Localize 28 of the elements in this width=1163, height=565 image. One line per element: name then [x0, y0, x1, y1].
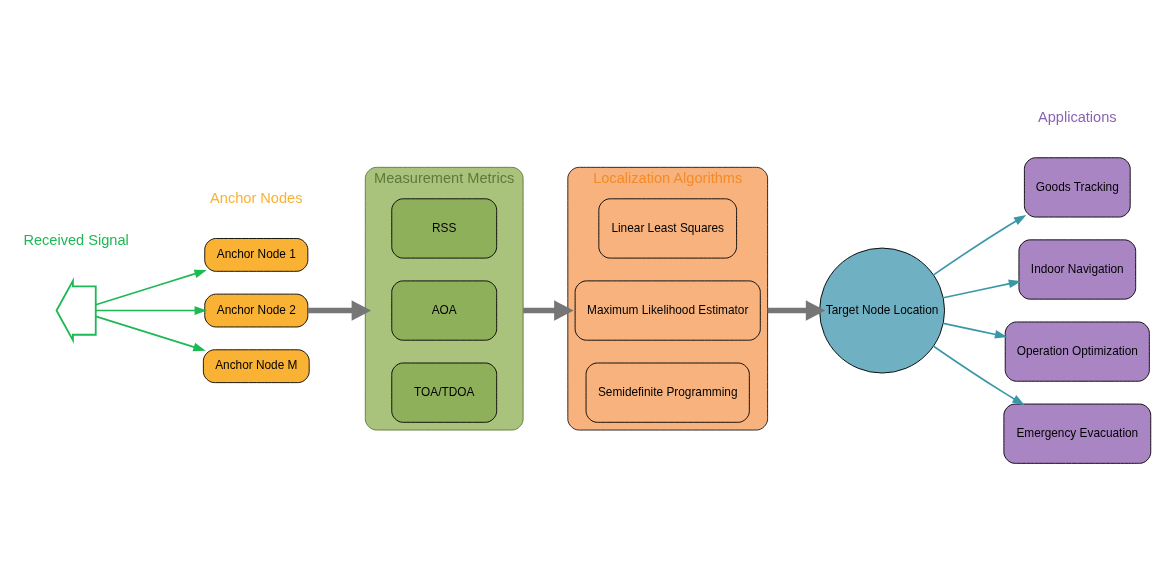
node-box: RSS — [391, 198, 498, 259]
node-box: TOA/TDOA — [391, 362, 498, 423]
node-box: Anchor Node 2 — [204, 293, 309, 328]
arrow — [94, 269, 207, 306]
arrow — [523, 300, 574, 321]
arrow — [94, 315, 206, 352]
arrow — [942, 322, 1008, 339]
arrow — [942, 279, 1022, 299]
arrow — [308, 300, 372, 321]
label: Received Signal — [23, 231, 129, 248]
node-box: Anchor Node 1 — [204, 238, 309, 272]
node-box: Semidefinite Programming — [585, 362, 750, 423]
node-box: Linear Least Squares — [598, 198, 738, 259]
node-box: Goods Tracking — [1023, 157, 1131, 218]
node-box: Indoor Navigation — [1018, 239, 1137, 300]
node-box: Operation Optimization — [1004, 321, 1150, 382]
label: Anchor Nodes — [210, 189, 303, 206]
node-waveform — [55, 277, 97, 344]
node-box: Anchor Node M — [202, 349, 310, 384]
arrow — [932, 345, 1025, 406]
node-box: Maximum Likelihood Estimator — [574, 280, 761, 341]
node-box: Emergency Evacuation — [1003, 403, 1152, 464]
node-box: AOA — [391, 280, 498, 341]
arrow — [767, 300, 826, 321]
arrow — [94, 306, 207, 315]
label: Applications — [1038, 108, 1117, 125]
arrow — [932, 215, 1027, 276]
node-circle: Target Node Location — [819, 247, 946, 374]
